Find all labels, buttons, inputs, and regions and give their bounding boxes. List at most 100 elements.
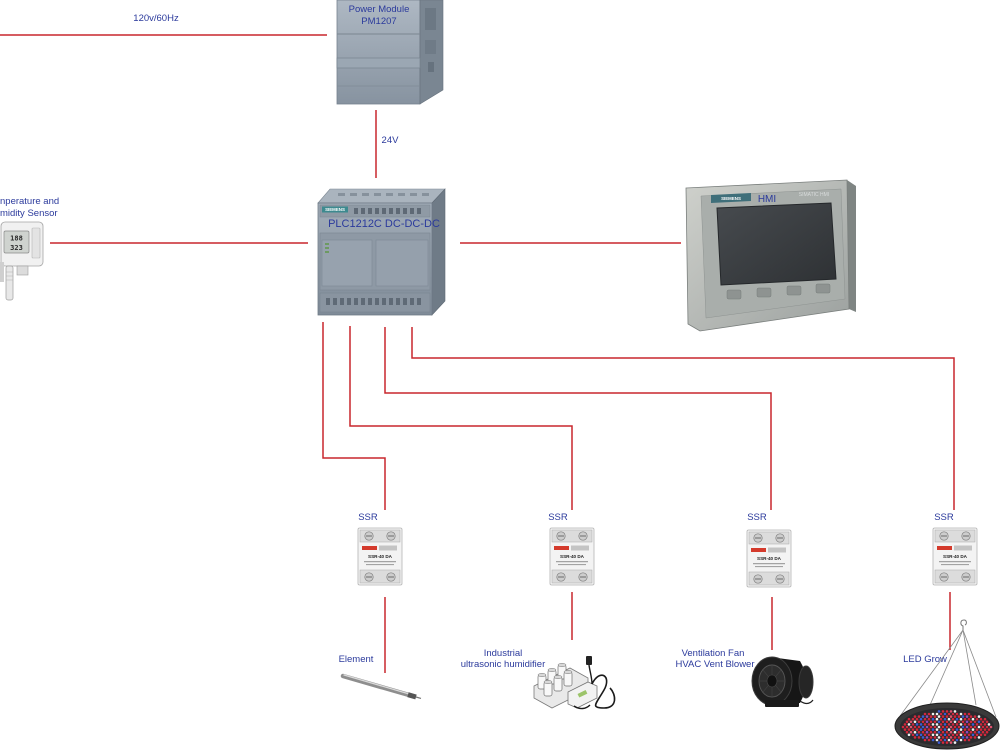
ssr-logo bbox=[751, 548, 766, 552]
hanging-wires bbox=[899, 629, 997, 718]
led-diode bbox=[943, 738, 947, 742]
output-wire-humidifier bbox=[349, 326, 573, 510]
led-diode bbox=[959, 738, 963, 742]
led-diode bbox=[917, 720, 921, 724]
led-diode bbox=[967, 733, 971, 737]
power-module-icon: Power Module PM1207 bbox=[336, 0, 444, 105]
led-diode bbox=[947, 733, 951, 737]
element-lead bbox=[415, 696, 422, 699]
sensor-display bbox=[3, 230, 30, 254]
led-diode bbox=[935, 723, 939, 726]
hmi-brand-text: SIEMENS bbox=[721, 196, 741, 201]
led-diode bbox=[939, 733, 943, 737]
led-diode bbox=[955, 728, 959, 731]
led-diode bbox=[931, 733, 935, 737]
ssr-fine-print bbox=[364, 561, 396, 566]
led-diode bbox=[921, 725, 925, 729]
led-diode bbox=[973, 715, 977, 718]
led-diode bbox=[913, 730, 917, 734]
led-diode bbox=[915, 717, 919, 721]
led-grow-light-icon bbox=[894, 619, 1000, 750]
led-diode bbox=[905, 720, 909, 724]
led-diode bbox=[965, 730, 969, 734]
led-diode bbox=[915, 723, 919, 726]
plc-right-cover bbox=[375, 239, 429, 287]
led-diode bbox=[957, 715, 961, 718]
led-diode bbox=[931, 738, 935, 742]
led-diode bbox=[949, 736, 953, 739]
plc-brand-text: SIEMENS bbox=[325, 207, 345, 212]
led-diode bbox=[933, 736, 937, 739]
led-diode bbox=[971, 733, 975, 737]
led-diode bbox=[921, 730, 925, 734]
led-diode bbox=[953, 715, 957, 718]
led-diode bbox=[907, 728, 911, 731]
led-diode bbox=[927, 723, 931, 726]
led-diode bbox=[957, 730, 961, 734]
led-diode bbox=[947, 712, 951, 716]
led-diode bbox=[949, 730, 953, 734]
led-diode bbox=[935, 733, 939, 737]
led-diode bbox=[905, 725, 909, 729]
led-diode bbox=[981, 730, 985, 734]
blower-outlet bbox=[798, 665, 814, 699]
led-diode bbox=[969, 736, 973, 739]
led-diode bbox=[949, 715, 953, 718]
led-diode bbox=[915, 728, 919, 731]
led-diode bbox=[963, 738, 967, 742]
led-diode bbox=[951, 723, 955, 726]
led-diode bbox=[947, 738, 951, 742]
led-diode bbox=[945, 741, 949, 744]
led-diode bbox=[973, 720, 977, 724]
led-diode bbox=[987, 728, 991, 731]
led-diode bbox=[907, 733, 911, 737]
plc-status-leds bbox=[325, 243, 329, 253]
led-diode bbox=[919, 717, 923, 721]
load-label-humidifier-line-1: Industrial bbox=[484, 648, 523, 659]
led-diode bbox=[937, 720, 941, 724]
humidifier-cable bbox=[588, 664, 593, 685]
led-diode bbox=[975, 728, 979, 731]
humidifier-nozzle bbox=[563, 671, 573, 687]
led-diode bbox=[963, 712, 967, 716]
led-diode bbox=[973, 736, 977, 739]
led-diode bbox=[955, 717, 959, 721]
power-module-front bbox=[336, 0, 421, 105]
led-diode bbox=[913, 736, 917, 739]
led-diode bbox=[933, 725, 937, 729]
led-diode bbox=[983, 723, 987, 726]
led-diode bbox=[961, 730, 965, 734]
led-diode bbox=[925, 715, 929, 718]
led-diode bbox=[945, 736, 949, 739]
led-diode bbox=[949, 725, 953, 729]
humidifier-nozzle bbox=[553, 676, 563, 692]
led-diode bbox=[977, 736, 981, 739]
load-label-fan-line-1: Ventilation Fan bbox=[682, 648, 745, 659]
led-diode bbox=[939, 728, 943, 731]
sensor-probe-grooves bbox=[6, 271, 13, 281]
sensor-probe bbox=[5, 265, 14, 301]
led-diode bbox=[917, 730, 921, 734]
led-diode bbox=[985, 730, 989, 734]
led-diode bbox=[985, 720, 989, 724]
sensor-display-line-2: 323 bbox=[10, 244, 23, 252]
ssr-relay-icon: SSR-40 DA bbox=[549, 527, 595, 586]
ssr-model-text: SSR-40 DA bbox=[368, 554, 393, 559]
led-diode bbox=[957, 720, 961, 724]
led-diode bbox=[907, 723, 911, 726]
led-diode bbox=[943, 723, 947, 726]
led-diode bbox=[941, 710, 945, 713]
led-diode bbox=[927, 738, 931, 742]
led-diode bbox=[919, 733, 923, 737]
led-diode bbox=[941, 730, 945, 734]
led-diode bbox=[945, 725, 949, 729]
led-diode bbox=[935, 717, 939, 721]
led-diode bbox=[951, 717, 955, 721]
led-diode bbox=[941, 725, 945, 729]
led-diode bbox=[931, 712, 935, 716]
sensor-mount bbox=[0, 262, 4, 282]
sensor-display-line-1: 188 bbox=[10, 235, 23, 243]
led-diode bbox=[929, 730, 933, 734]
led-diode bbox=[921, 720, 925, 724]
ssr-logo bbox=[937, 546, 952, 550]
